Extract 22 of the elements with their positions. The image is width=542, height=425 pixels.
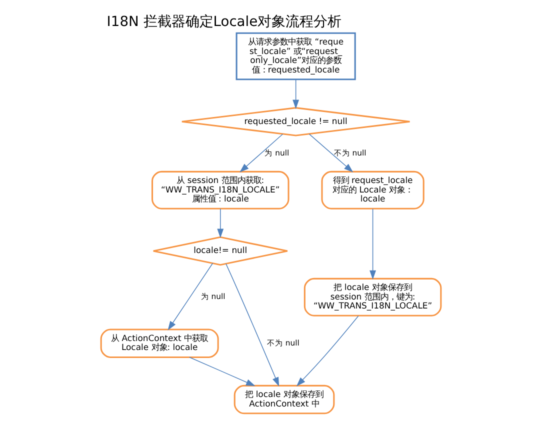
arrow xyxy=(189,356,256,386)
node-box: 从请求参数中获取 “request_locale” 或“request_only_locale”对应的参数值：requested_locale xyxy=(236,32,356,80)
node-box: 把 locale 对象保存到 ActionContext 中 xyxy=(234,384,335,414)
edge-label: 不为 null xyxy=(266,338,300,348)
node-box: 从 ActionContext 中获取 Locale 对象: locale xyxy=(100,328,219,358)
arrow xyxy=(308,134,354,172)
arrow xyxy=(168,262,214,330)
arrow xyxy=(226,263,280,386)
edge-label: 不为 null xyxy=(334,148,366,158)
node-diamond: requested_locale != null xyxy=(181,107,410,136)
arrow xyxy=(292,78,300,109)
node-diamond: locale!= null xyxy=(152,236,288,266)
node-box: 把 locale 对象保存到 session 范围内，键为: “WW_TRANS_I18N_LOCALE” xyxy=(304,278,442,316)
edge-label: 为 null xyxy=(264,148,290,158)
arrow xyxy=(370,208,376,280)
arrow xyxy=(296,315,359,386)
node-box: 从 session 范围内获取: “WW_TRANS_I18N_LOCALE” 属性值 : locale xyxy=(152,170,290,210)
arrow xyxy=(240,134,284,172)
node-box: 得到 request_locale 对应的 Locale 对象： locale xyxy=(321,170,424,210)
edge-label: 为 null xyxy=(200,292,226,302)
diagram-title: I18N 拦截器确定Locale对象流程分析 xyxy=(106,14,342,30)
arrow xyxy=(217,208,224,238)
